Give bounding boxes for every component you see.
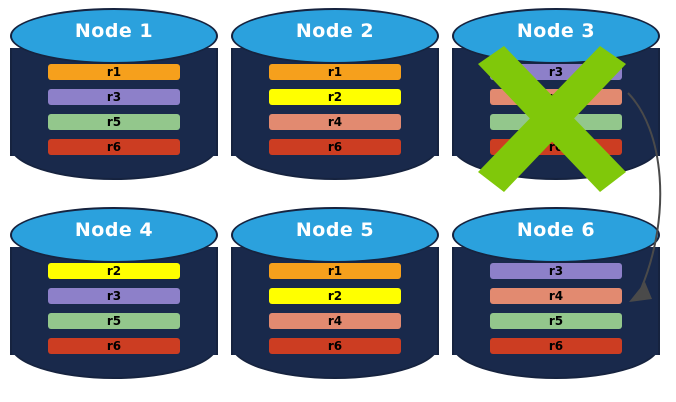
record-bar[interactable]: r4 — [490, 288, 622, 304]
cylinder-top-ellipse — [231, 8, 439, 64]
record-bar[interactable]: r6 — [490, 139, 622, 155]
record-bar[interactable]: r2 — [269, 89, 401, 105]
record-bar[interactable]: r6 — [48, 338, 180, 354]
record-bar[interactable]: r1 — [269, 64, 401, 80]
record-bar[interactable]: r1 — [269, 263, 401, 279]
node-3-label: Node 3 — [516, 20, 596, 42]
node-2[interactable]: Node 2 r1 r2 r4 r6 — [231, 8, 439, 194]
record-bar[interactable]: r5 — [490, 114, 622, 130]
node-6[interactable]: Node 6 r3 r4 r5 r6 — [452, 207, 660, 393]
record-bar[interactable]: r6 — [269, 139, 401, 155]
node-2-records: r1 r2 r4 r6 — [269, 64, 401, 155]
node-4-label: Node 4 — [74, 219, 154, 241]
node-1-label: Node 1 — [74, 20, 154, 42]
record-bar[interactable]: r1 — [48, 64, 180, 80]
record-bar[interactable]: r3 — [48, 89, 180, 105]
record-bar[interactable]: r5 — [490, 313, 622, 329]
record-bar[interactable]: r2 — [269, 288, 401, 304]
node-6-label: Node 6 — [516, 219, 596, 241]
node-6-records: r3 r4 r5 r6 — [490, 263, 622, 354]
record-bar[interactable]: r3 — [490, 64, 622, 80]
record-bar[interactable]: r6 — [490, 338, 622, 354]
record-bar[interactable]: r5 — [48, 114, 180, 130]
node-5[interactable]: Node 5 r1 r2 r4 r6 — [231, 207, 439, 393]
node-1-records: r1 r3 r5 r6 — [48, 64, 180, 155]
cylinder-top-ellipse — [10, 8, 218, 64]
record-bar[interactable]: r6 — [269, 338, 401, 354]
record-bar[interactable]: r4 — [269, 114, 401, 130]
node-3[interactable]: Node 3 r3 r4 r5 r6 — [452, 8, 660, 194]
node-5-label: Node 5 — [295, 219, 375, 241]
cylinder-top-ellipse — [231, 207, 439, 263]
node-4-records: r2 r3 r5 r6 — [48, 263, 180, 354]
record-bar[interactable]: r2 — [48, 263, 180, 279]
record-bar[interactable]: r4 — [269, 313, 401, 329]
record-bar[interactable]: r3 — [48, 288, 180, 304]
node-3-records: r3 r4 r5 r6 — [490, 64, 622, 155]
cylinder-top-ellipse — [452, 207, 660, 263]
node-2-label: Node 2 — [295, 20, 375, 42]
node-4[interactable]: Node 4 r2 r3 r5 r6 — [10, 207, 218, 393]
record-bar[interactable]: r4 — [490, 89, 622, 105]
record-bar[interactable]: r6 — [48, 139, 180, 155]
record-bar[interactable]: r5 — [48, 313, 180, 329]
node-5-records: r1 r2 r4 r6 — [269, 263, 401, 354]
record-bar[interactable]: r3 — [490, 263, 622, 279]
cylinder-top-ellipse — [10, 207, 218, 263]
node-1[interactable]: Node 1 r1 r3 r5 r6 — [10, 8, 218, 194]
